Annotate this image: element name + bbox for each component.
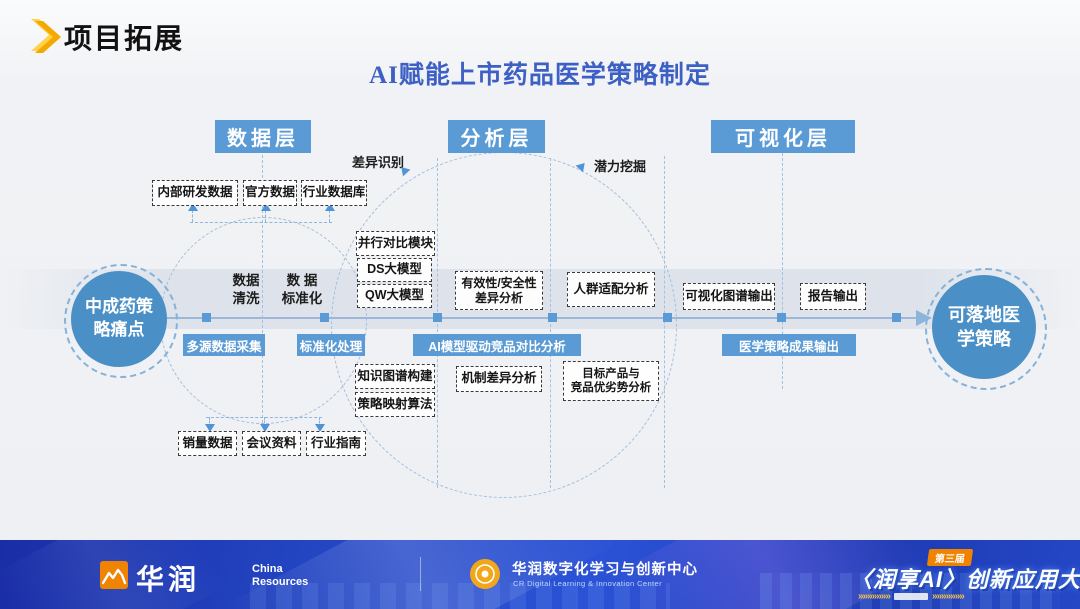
china-resources-name-cn: 华润 [136,565,201,596]
flow-node [777,313,786,322]
bottom-stub [209,417,210,427]
process-data-clean: 数据 清洗 [232,273,260,307]
start-circle-ring [64,264,178,378]
flow-node [892,313,901,322]
analysis-box-population: 人群适配分析 [567,272,655,307]
analysis-box-knowledge-graph: 知识图谱构建 [355,364,435,389]
footer-skyline [250,583,670,609]
china-resources-logo-icon [100,561,128,589]
bottom-stub [319,417,320,427]
event-chevrons-decoration: »»»»»»»»»»»»»» [858,591,965,602]
source-box-sales: 销量数据 [178,431,237,456]
module-box-qw-model: QW大模型 [357,284,432,308]
source-box-official: 官方数据 [243,180,297,206]
stage-strategy-output: 医学策略成果输出 [722,334,856,356]
start-circle: 中成药策 略痛点 [71,271,167,367]
analysis-box-mechanism: 机制差异分析 [456,366,542,392]
start-circle-label: 中成药策 [85,297,153,317]
event-title: 〈润享AI〉创新应用大赛 [850,567,1080,592]
footer-divider [420,557,421,591]
source-box-guideline: 行业指南 [306,431,366,456]
top-stub [265,210,266,222]
layer-header-visualization: 可视化层 [711,120,855,153]
dashed-line-analysis-right [664,156,665,488]
start-circle-label: 略痛点 [93,320,145,339]
top-connector [190,222,332,223]
up-arrow-icon [188,203,198,211]
flow-node [320,313,329,322]
annotation-potential-mining: 潜力挖掘 [594,159,647,174]
flow-line [163,317,916,319]
top-stub [329,210,330,222]
down-arrow-icon [205,424,215,432]
source-box-internal-rd: 内部研发数据 [152,180,238,206]
end-circle: 可落地医 学策略 [932,275,1036,379]
flow-node [663,313,672,322]
section-label: 项目拓展 [64,23,185,54]
flow-node [202,313,211,322]
stage-ai-competitor-analysis: AI模型驱动竞品对比分析 [413,334,581,356]
innovation-center-name-en: CR Digital Learning & Innovation Center [513,579,663,588]
source-box-conference: 会议资料 [242,431,301,456]
flow-node [548,313,557,322]
end-circle-label: 可落地医 [948,304,1020,325]
stage-standardization: 标准化处理 [297,334,365,356]
analysis-box-strategy-mapping: 策略映射算法 [355,392,435,417]
up-arrow-icon [261,203,271,211]
output-box-report: 报告输出 [800,283,866,310]
output-box-graph: 可视化图谱输出 [683,283,775,310]
annotation-diff-recognition: 差异识别 [352,155,405,170]
innovation-center-badge-icon [470,559,500,589]
slide-title: AI赋能上市药品医学策略制定 [369,62,711,89]
end-circle-label: 学策略 [957,329,1011,349]
dashed-line-analysis-mid [550,158,551,488]
dashed-line-visualization [782,153,783,389]
dashed-line-analysis-left [437,158,438,488]
analysis-layer-circle [331,152,677,498]
down-arrow-icon [315,424,325,432]
stage-multi-source-collection: 多源数据采集 [183,334,265,356]
bottom-stub [264,417,265,427]
process-data-standardize: 数 据 标准化 [281,273,323,307]
layer-header-data: 数据层 [215,120,311,153]
module-box-ds-model: DS大模型 [357,258,432,282]
dashed-line-data [262,155,263,423]
end-circle-ring [925,268,1047,390]
down-arrow-icon [260,424,270,432]
layer-header-analysis: 分析层 [448,120,545,153]
flow-node [433,313,442,322]
analysis-box-efficacy-safety: 有效性/安全性 差异分析 [455,271,543,310]
module-box-parallel: 并行对比模块 [356,231,435,256]
up-arrow-icon [325,203,335,211]
footer-skyline [760,573,1060,609]
section-chevron-icon [31,19,61,53]
analysis-box-target-product: 目标产品与 竞品优劣势分析 [563,361,659,401]
innovation-center-name-cn: 华润数字化学习与创新中心 [512,562,698,578]
source-box-industry-db: 行业数据库 [301,180,367,206]
top-stub [192,210,193,222]
china-resources-name-en: China Resources [252,563,309,589]
